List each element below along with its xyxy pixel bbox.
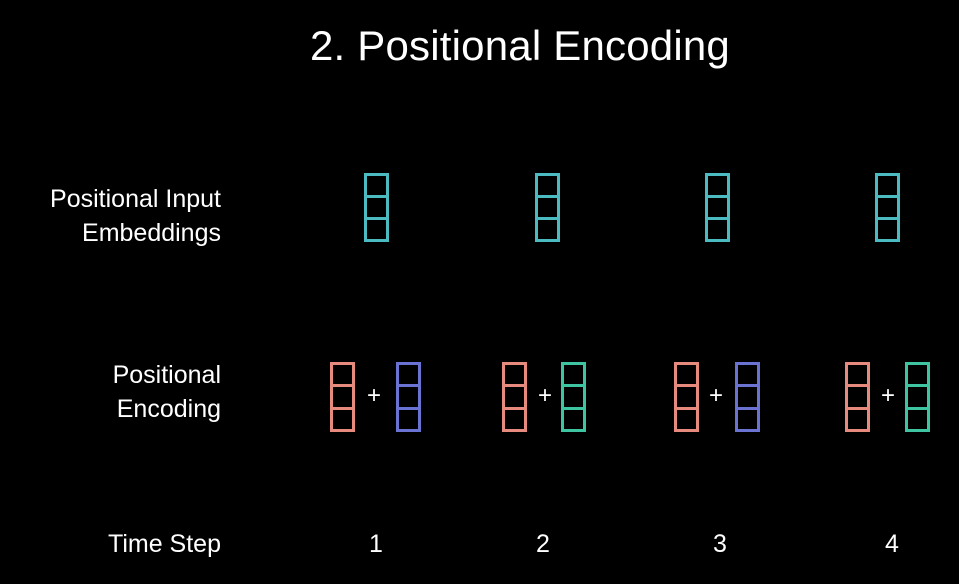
vector-cell (538, 198, 557, 220)
vector-cell (708, 176, 727, 198)
input-embedding-vector (705, 173, 730, 242)
word-embedding-vector (330, 362, 355, 432)
vector-cell (908, 365, 927, 388)
vector-cell (367, 176, 386, 198)
vector-cell (677, 365, 696, 388)
plus-operator: + (366, 382, 381, 409)
vector-cell (738, 387, 757, 410)
time-step-number: 2 (536, 530, 550, 558)
vector-cell (564, 410, 583, 429)
vector-cell (848, 365, 867, 388)
time-step-number: 1 (369, 530, 383, 558)
plus-operator: + (708, 382, 723, 409)
time-step-number: 3 (713, 530, 727, 558)
word-embedding-vector (674, 362, 699, 432)
row-label-line: Positional (112, 361, 221, 389)
vector-cell (848, 387, 867, 410)
row-label-time-step: Time Step (107, 530, 221, 558)
vector-cell (538, 176, 557, 198)
vector-cell (908, 387, 927, 410)
vector-cell (677, 387, 696, 410)
input-embedding-vector (875, 173, 900, 242)
input-embedding-vector (364, 173, 389, 242)
vector-cell (505, 410, 524, 429)
positional-encoding-vector (396, 362, 421, 432)
row-label-positional-encoding: Positional Encoding (113, 358, 221, 426)
vector-cell (738, 365, 757, 388)
vector-cell (333, 387, 352, 410)
vector-cell (908, 410, 927, 429)
vector-cell (564, 365, 583, 388)
row-label-input-embeddings: Positional Input Embeddings (50, 182, 221, 250)
row-label-line: Embeddings (82, 219, 221, 247)
vector-cell (333, 365, 352, 388)
input-embedding-vector (535, 173, 560, 242)
vector-cell (333, 410, 352, 429)
vector-cell (399, 387, 418, 410)
word-embedding-vector (845, 362, 870, 432)
vector-cell (677, 410, 696, 429)
vector-cell (878, 220, 897, 239)
vector-cell (708, 220, 727, 239)
vector-cell (367, 198, 386, 220)
vector-cell (708, 198, 727, 220)
vector-cell (848, 410, 867, 429)
plus-operator: + (537, 382, 552, 409)
vector-cell (738, 410, 757, 429)
vector-cell (538, 220, 557, 239)
word-embedding-vector (502, 362, 527, 432)
positional-encoding-vector (561, 362, 586, 432)
vector-cell (505, 387, 524, 410)
vector-cell (878, 176, 897, 198)
row-label-line: Encoding (116, 395, 221, 423)
vector-cell (505, 365, 524, 388)
vector-cell (564, 387, 583, 410)
vector-cell (367, 220, 386, 239)
row-label-line: Positional Input (50, 185, 221, 213)
vector-cell (399, 410, 418, 429)
plus-operator: + (880, 382, 895, 409)
page-title: 2. Positional Encoding (309, 22, 730, 69)
vector-cell (878, 198, 897, 220)
positional-encoding-vector (905, 362, 930, 432)
positional-encoding-vector (735, 362, 760, 432)
vector-cell (399, 365, 418, 388)
time-step-number: 4 (885, 530, 899, 558)
